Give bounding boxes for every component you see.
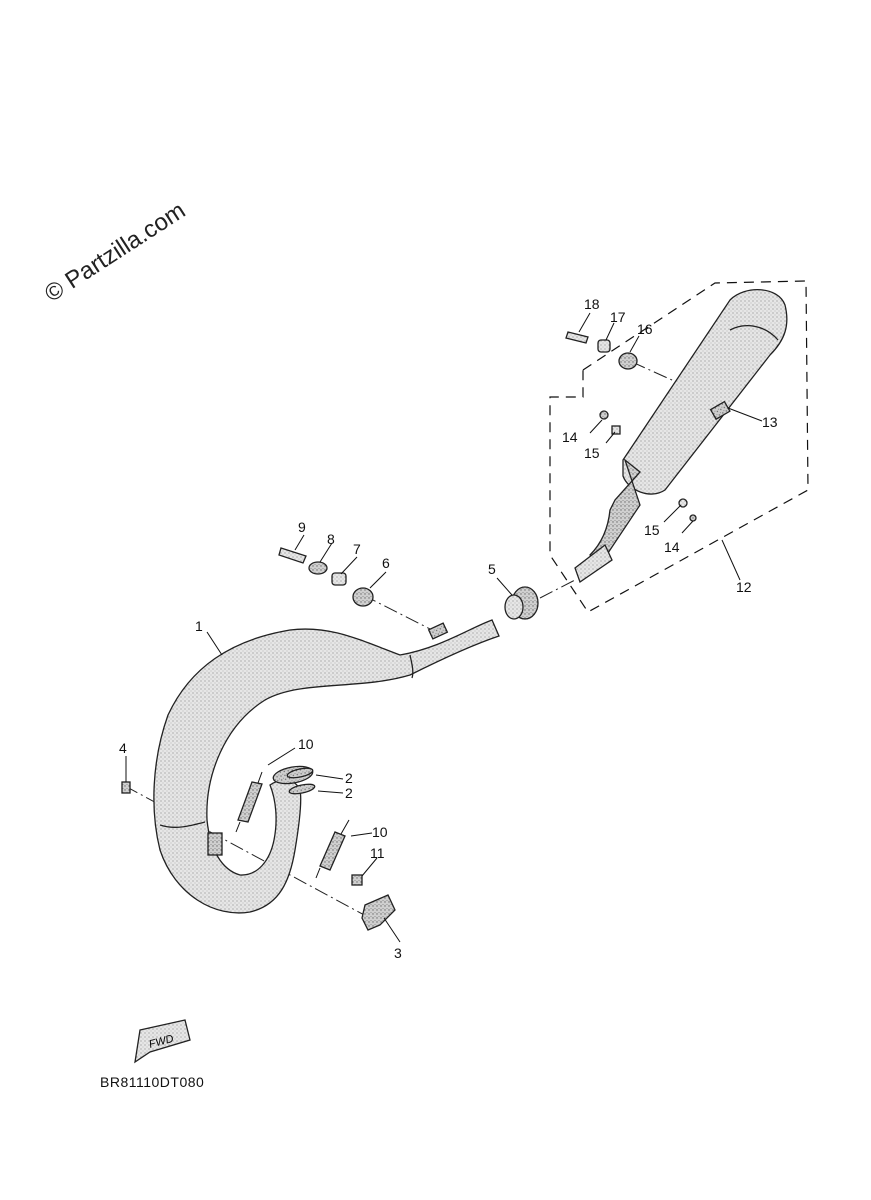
callout-11: 11 [370,845,385,861]
callout-5: 5 [488,561,496,577]
callout-15b: 15 [644,522,660,538]
callout-15a: 15 [584,445,600,461]
bolt-4 [121,781,131,794]
callout-9: 9 [298,519,306,535]
bolt-11 [351,874,363,886]
assembly-axis-lines [124,361,684,918]
exhaust-flange [361,894,396,931]
callout-12: 12 [736,579,752,595]
fwd-arrow-icon: FWD [134,1019,191,1064]
callout-17: 17 [610,309,626,325]
callout-2a: 2 [345,770,353,786]
silencer [574,289,788,584]
callout-14b: 14 [664,539,680,555]
callout-labels: 1 2 2 3 4 5 6 7 8 9 10 10 11 12 13 14 15… [119,296,778,961]
callout-14a: 14 [562,429,578,445]
muffler-assembly-boundary [549,280,809,613]
callout-8: 8 [327,531,335,547]
callout-3: 3 [394,945,402,961]
callout-13: 13 [762,414,778,430]
callout-7: 7 [353,541,361,557]
diagram-code: BR81110DT080 [100,1074,205,1090]
callout-6: 6 [382,555,390,571]
callout-4: 4 [119,740,127,756]
silencer-hardware [565,331,697,522]
callout-10b: 10 [372,824,388,840]
callout-16: 16 [637,321,653,337]
springs [235,771,350,879]
joint-5 [504,586,539,620]
callout-2b: 2 [345,785,353,801]
mount-hardware [278,547,374,607]
leader-lines [125,312,763,943]
callout-1: 1 [195,618,203,634]
gasket-rings [286,767,316,795]
callout-10a: 10 [298,736,314,752]
callout-18: 18 [584,296,600,312]
